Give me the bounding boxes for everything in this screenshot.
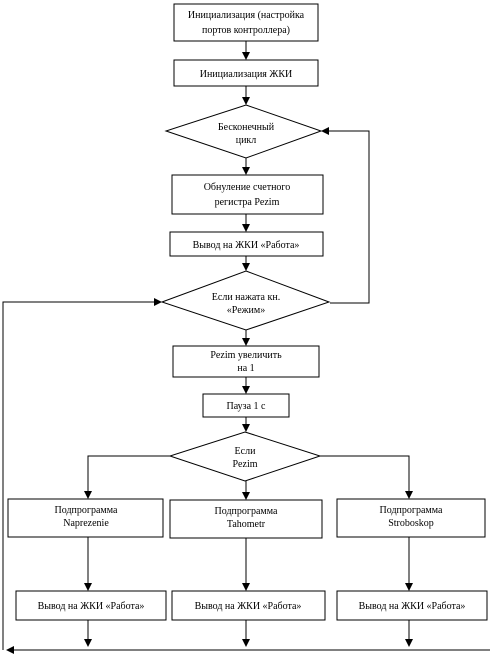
- node-label-line: Подпрограмма: [215, 506, 279, 517]
- node-pezim-increment: Pezim увеличить на 1: [172, 345, 320, 378]
- node-label-line: Если нажата кн.: [212, 292, 280, 303]
- process-box: [173, 59, 319, 87]
- process-box: [336, 590, 488, 621]
- connectors: [2, 41, 490, 654]
- node-label-line: цикл: [236, 135, 257, 146]
- node-label-line: Pezim увеличить: [210, 350, 282, 361]
- node-init-lcd: Инициализация ЖКИ: [173, 59, 319, 87]
- node-label-line: Подпрограмма: [380, 505, 444, 516]
- decision-diamond: [160, 270, 331, 331]
- node-label-line: Инициализация ЖКИ: [200, 69, 293, 80]
- process-box: [336, 498, 486, 538]
- node-label-line: Вывод на ЖКИ «Работа»: [193, 240, 300, 251]
- node-if-pezim: Если Pezim: [168, 431, 322, 482]
- node-label-line: Вывод на ЖКИ «Работа»: [38, 601, 145, 612]
- node-label-line: Tahometr: [227, 519, 266, 530]
- process-box: [173, 3, 319, 42]
- process-box: [169, 231, 324, 257]
- decision-diamond: [168, 431, 322, 482]
- node-label-line: «Режим»: [227, 305, 265, 316]
- node-show-rabota-main: Вывод на ЖКИ «Работа»: [169, 231, 324, 257]
- node-reset-counter: Обнуление счетного регистра Pezim: [171, 174, 324, 215]
- process-box: [15, 590, 167, 621]
- process-box: [171, 174, 324, 215]
- arrow-branch-left: [84, 455, 170, 499]
- arrow-return-to-if-mode: [2, 298, 162, 650]
- node-show-rabota-right: Вывод на ЖКИ «Работа»: [336, 590, 488, 621]
- node-label-line: Stroboskop: [388, 518, 434, 529]
- node-label-line: портов контроллера): [202, 25, 290, 36]
- process-box: [171, 590, 326, 621]
- process-box: [169, 499, 323, 539]
- node-init-ports: Инициализация (настройка портов контролл…: [173, 3, 319, 42]
- node-pause: Пауза 1 с: [202, 393, 290, 418]
- node-sub-naprezenie: Подпрограмма Naprezenie: [7, 498, 164, 538]
- node-label-line: Вывод на ЖКИ «Работа»: [195, 601, 302, 612]
- process-box: [7, 498, 164, 538]
- node-label-line: Пауза 1 с: [227, 401, 267, 412]
- node-label-line: на 1: [237, 363, 254, 374]
- arrow-branch-right: [320, 455, 413, 499]
- node-label-line: Обнуление счетного: [204, 182, 291, 193]
- process-box: [172, 345, 320, 378]
- node-sub-tahometr: Подпрограмма Tahometr: [169, 499, 323, 539]
- node-show-rabota-center: Вывод на ЖКИ «Работа»: [171, 590, 326, 621]
- node-label-line: Подпрограмма: [55, 505, 119, 516]
- node-label-line: Вывод на ЖКИ «Работа»: [359, 601, 466, 612]
- node-sub-stroboskop: Подпрограмма Stroboskop: [336, 498, 486, 538]
- node-label-line: Бесконечный: [218, 122, 275, 133]
- node-if-mode-pressed: Если нажата кн. «Режим»: [160, 270, 331, 331]
- node-infinite-loop: Бесконечный цикл: [164, 104, 323, 159]
- node-label-line: Naprezenie: [63, 518, 109, 529]
- decision-diamond: [164, 104, 323, 159]
- node-label-line: Pezim: [233, 459, 258, 470]
- node-show-rabota-left: Вывод на ЖКИ «Работа»: [15, 590, 167, 621]
- node-label-line: Инициализация (настройка: [188, 10, 305, 21]
- process-box: [202, 393, 290, 418]
- arrow-if-mode-no-loop: [321, 127, 370, 304]
- node-label-line: Если: [235, 446, 257, 457]
- node-label-line: регистра Pezim: [215, 197, 280, 208]
